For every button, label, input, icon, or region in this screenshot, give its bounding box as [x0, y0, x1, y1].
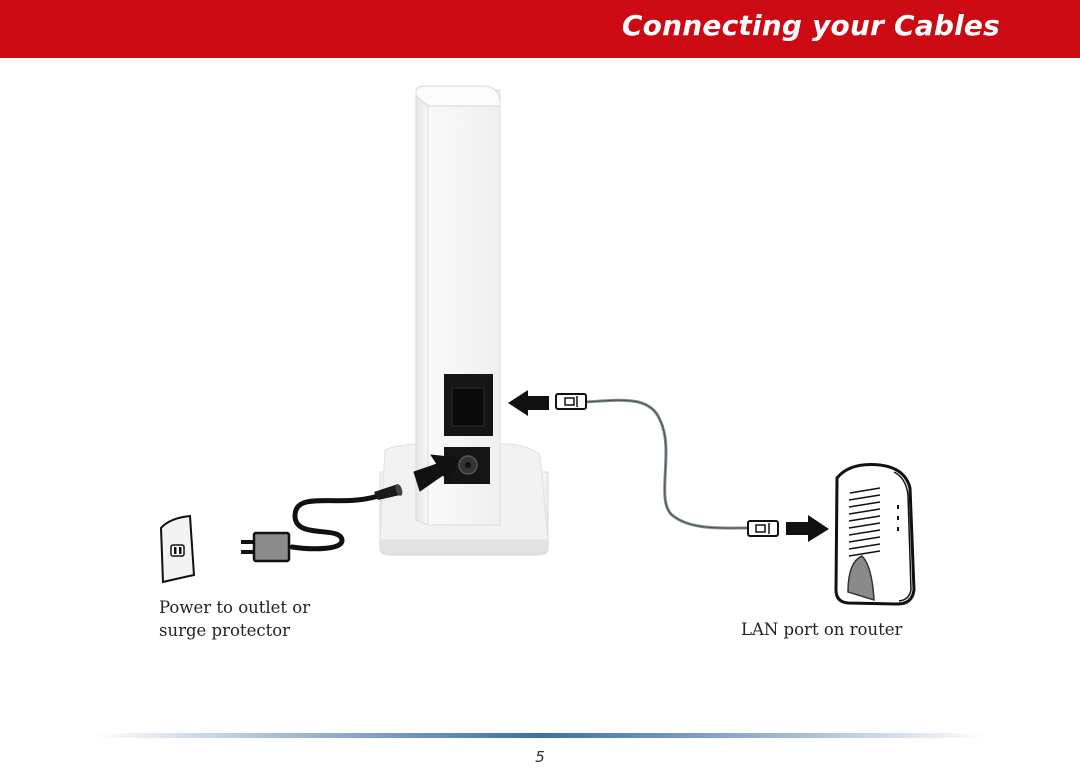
router-icon	[834, 463, 916, 606]
connection-illustration	[159, 85, 916, 606]
footer-divider	[95, 733, 985, 738]
arrow-icon	[413, 454, 459, 492]
access-point-device	[379, 85, 549, 556]
power-caption: Power to outlet or surge protector	[159, 596, 310, 642]
header-bar: Connecting your Cables	[0, 0, 1080, 58]
power-adapter-icon	[241, 531, 291, 563]
arrow-icon	[508, 390, 549, 416]
power-cable	[289, 484, 403, 552]
arrow-icon	[786, 515, 829, 542]
power-caption-line1: Power to outlet or	[159, 598, 311, 617]
page-title: Connecting your Cables	[621, 9, 1000, 42]
ethernet-cable-icon	[555, 393, 779, 537]
page-number: 5	[535, 748, 545, 766]
wall-outlet-icon	[159, 514, 196, 584]
lan-caption: LAN port on router	[741, 620, 903, 639]
power-caption-line2: surge protector	[159, 621, 291, 640]
